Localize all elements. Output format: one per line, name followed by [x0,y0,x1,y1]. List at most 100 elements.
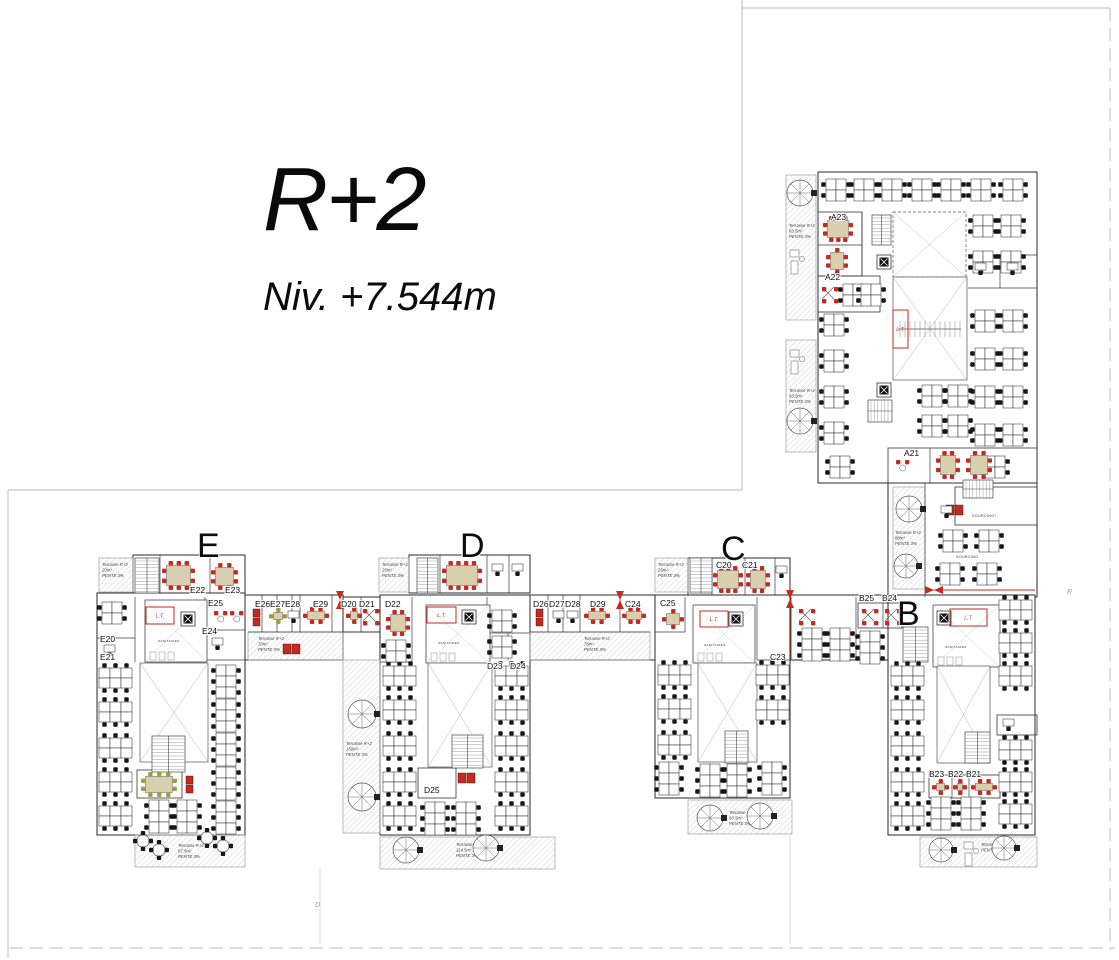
room-label: E22 [190,585,205,595]
meeting-table [269,608,287,624]
desk-cluster [819,421,849,445]
lt-room: L.T. [145,606,175,625]
elevators [180,254,952,627]
desk-cluster [211,800,241,835]
grid-axis-label: R [1067,589,1072,596]
desk-cluster [974,529,1004,553]
atrium-bench [898,321,961,337]
desk-cluster [935,562,965,586]
room-label: B21 [966,769,981,779]
desk-cluster [381,639,411,663]
desk-cluster [494,767,529,797]
door-mark [616,591,624,609]
desk-cluster [890,661,925,691]
service-core [425,604,491,664]
desk-cluster [382,661,417,691]
desk-cluster [855,630,885,665]
staircase [724,730,749,764]
desk-cluster [211,766,241,801]
room-label: D23 [487,661,503,671]
annotation-text: SOURCING* [972,514,997,518]
room-label: D22 [385,599,401,609]
wing-letter: E [197,527,220,565]
desk-cluster [451,801,481,836]
room-label: E29 [313,599,328,609]
staircase [416,557,439,594]
desk-cluster [757,761,787,796]
desk-cluster [907,178,937,202]
desk-cluster [657,660,692,690]
red-circulation [336,586,1035,660]
desk-cluster [654,761,684,796]
round-table [213,836,233,856]
room-label: E26 [255,599,270,609]
desk-cluster [970,385,1000,409]
meeting-table [953,779,967,795]
desk-cluster [998,178,1028,202]
desk-cluster [926,796,956,831]
meeting-tables [141,216,997,797]
annotation-text: SANITAIRES [438,641,460,645]
desk-cluster [494,661,529,691]
desk-cluster [998,309,1028,333]
desk-cluster [97,601,127,625]
desk-cluster [998,423,1028,447]
meeting-table [622,607,646,624]
wing-letter: B [897,595,920,633]
wing-letter: C [721,530,746,568]
room-label: D27 [549,599,565,609]
lounge-furniture [789,349,805,375]
elevator-icon [876,382,892,398]
desk-cluster [755,695,790,725]
desk-cluster [970,347,1000,371]
room-label: E27 [270,599,285,609]
staircase [867,399,893,423]
desk-cluster [722,763,752,798]
annotation-text: SANITAIRES [158,639,180,643]
staircase [964,731,991,764]
door-mark [925,586,943,594]
meeting-table [662,609,684,629]
elevator-icon [876,254,892,270]
desk-cluster [890,801,925,831]
x-table [821,286,839,304]
desk [103,644,116,657]
staircase [151,735,186,773]
staircase [134,557,160,594]
spiral-stair-icon [392,836,423,864]
desk-cluster [382,731,417,761]
meeting-table [442,561,482,590]
desk-cluster [890,731,925,761]
desk-cluster [755,660,790,690]
desk-cluster [382,767,417,797]
desk-cluster [998,347,1028,371]
desk-cluster [211,698,241,733]
desk [1002,718,1015,731]
desk-cluster [819,313,849,337]
meeting-table [966,451,992,479]
grid-axis-label: D [315,902,320,909]
desk-cluster [998,628,1033,658]
elevator-icon [180,611,196,627]
red-cabinet [185,775,194,794]
spiral-stair-icon [928,837,957,863]
round-table [197,828,217,848]
room-label: A23 [831,212,846,222]
room-label: C23 [770,652,786,662]
room-label: A21 [904,448,919,458]
desk-cluster [972,562,1002,586]
meeting-table [713,566,743,593]
lt-room: L.T. [426,606,457,624]
desk-cluster [494,801,529,831]
desk-cluster [998,767,1033,797]
desk-cluster [382,695,417,725]
lounge-furniture [789,249,805,275]
meeting-table [932,779,949,795]
x-table [362,608,380,626]
desk-cluster [943,414,973,438]
desk-cluster [819,385,849,409]
